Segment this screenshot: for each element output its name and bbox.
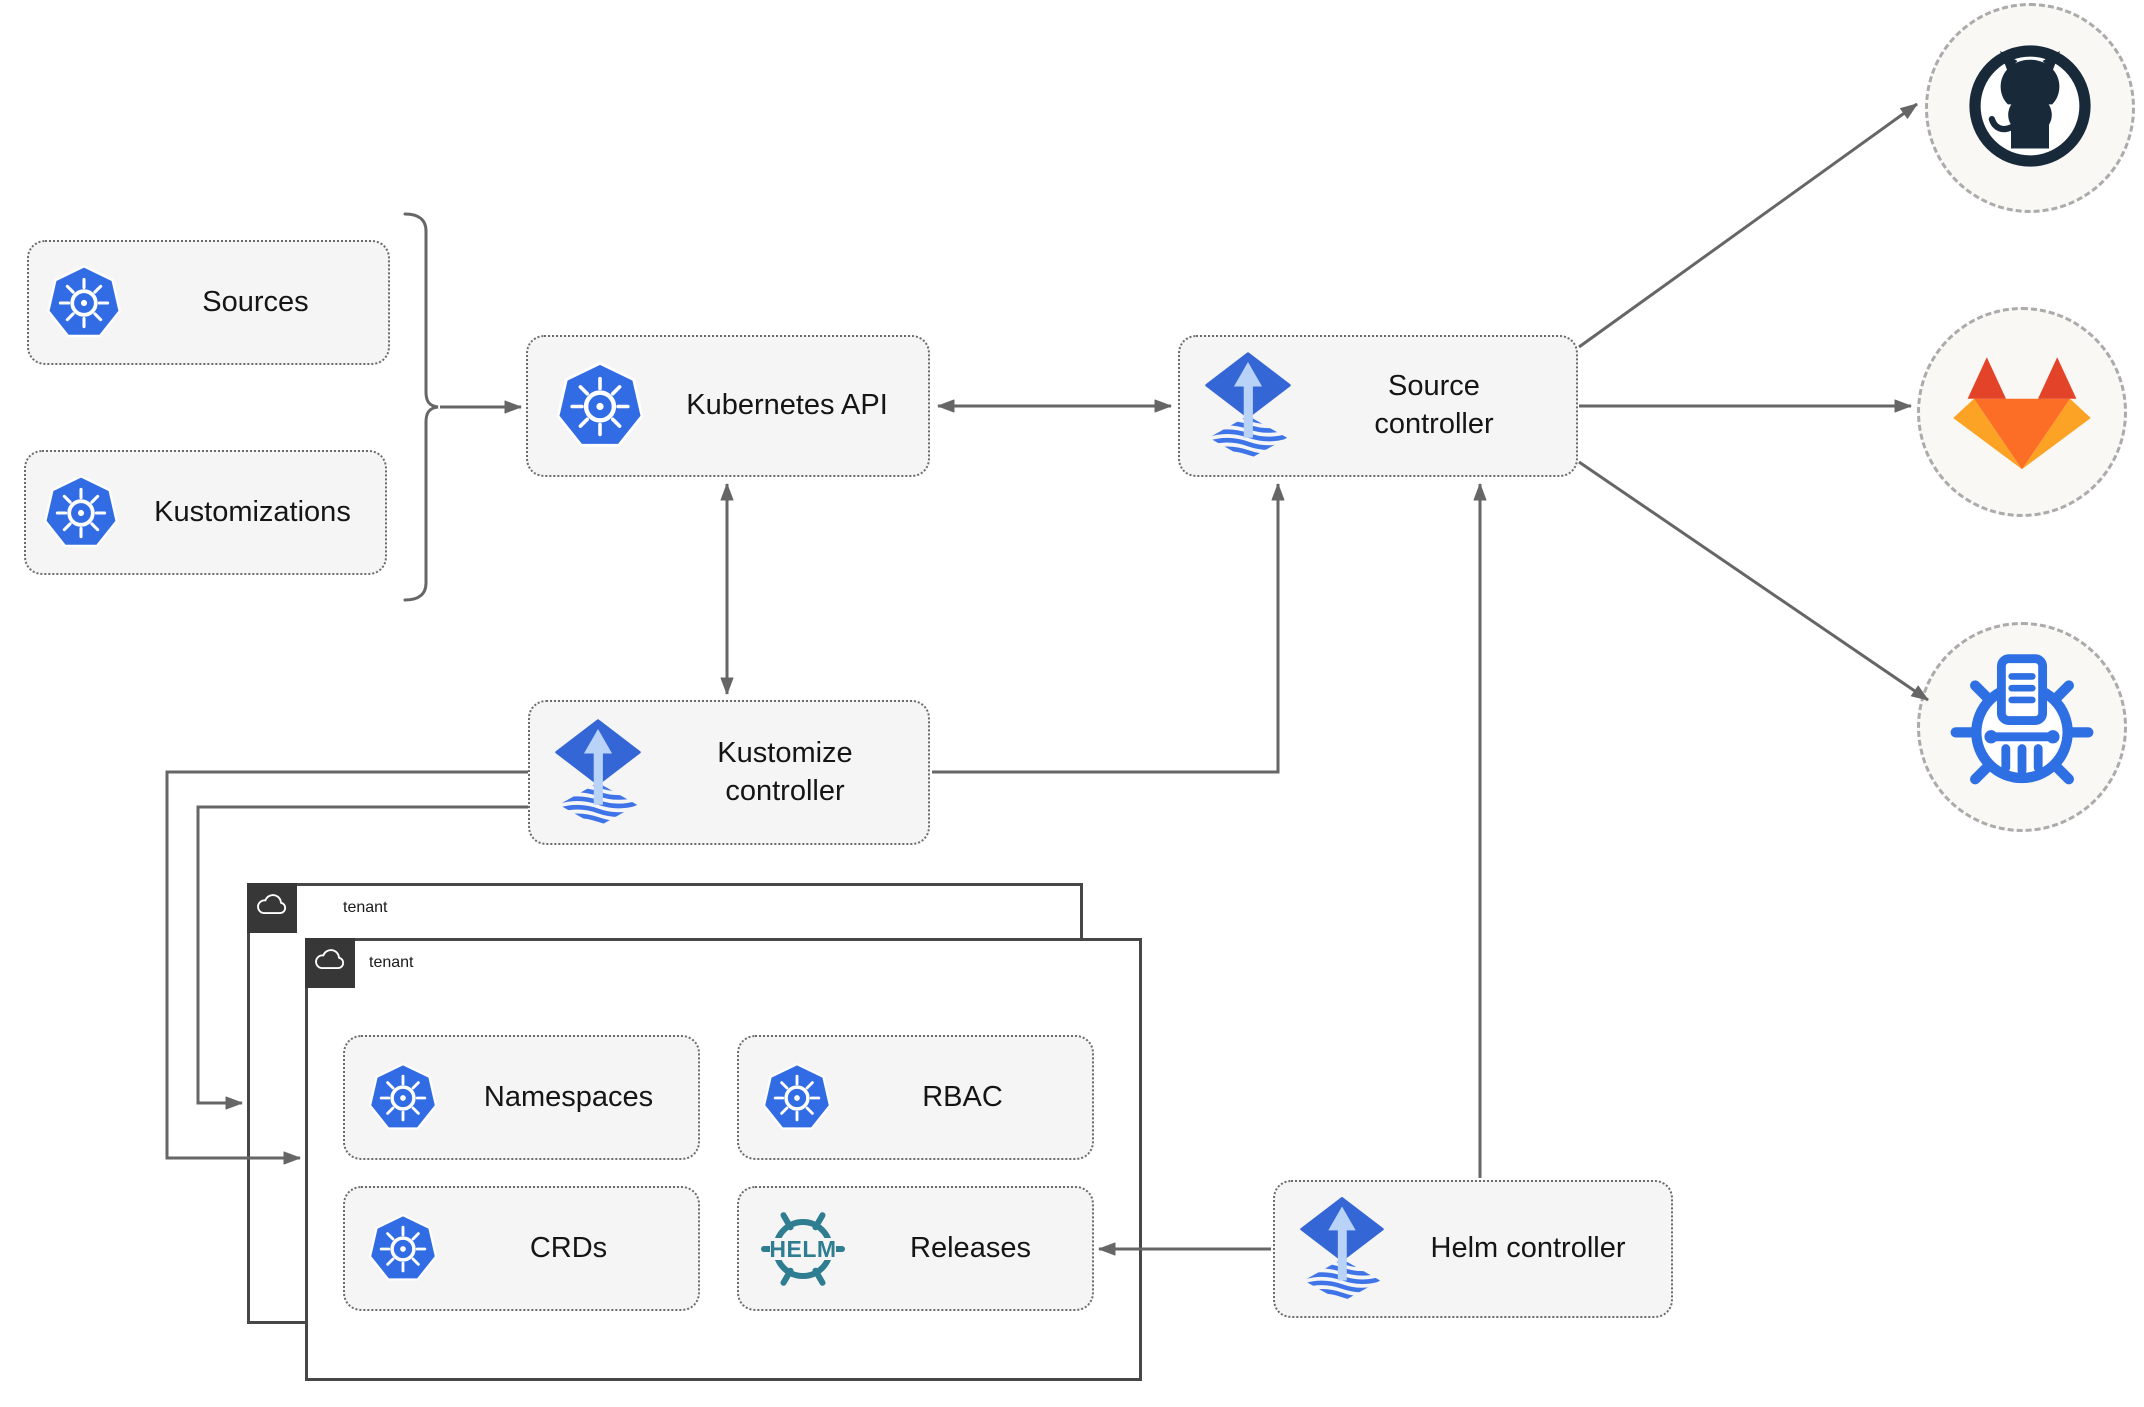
arrow-kustomize-to-source-controller [932,483,1285,774]
node-namespaces: Namespaces [343,1035,700,1160]
node-sources: Sources [27,240,390,365]
node-releases: HELM Releases [737,1186,1094,1311]
node-label: RBAC [922,1080,1003,1113]
helm-chart-repository-icon [1941,644,2103,811]
arrow-source-to-helm-repository [1578,460,1929,702]
node-label: Helm controller [1430,1232,1626,1265]
tenant-badge [305,938,355,988]
cloud-icon [313,948,347,978]
kubernetes-icon [554,362,646,451]
node-kustomizations: Kustomizations [24,450,387,575]
node-label: Kustomize controller [717,736,853,807]
node-label: Namespaces [483,1080,654,1113]
helm-wheel-icon: HELM [757,1203,849,1295]
flux-icon [1204,352,1292,460]
kubernetes-icon [367,1063,439,1133]
kubernetes-icon [45,265,123,341]
arrow-source-to-github [1578,102,1918,349]
node-label: Source controller [1374,370,1494,440]
brace-sources-group [403,212,439,602]
node-label: Sources [202,285,309,318]
node-kubernetes-api: Kubernetes API [526,335,930,477]
node-label: CRDs [529,1231,608,1264]
kubernetes-icon [42,475,120,551]
node-rbac: RBAC [737,1035,1094,1160]
tenant-header: tenant [305,938,413,988]
tenant-header: tenant [247,883,387,933]
helm-wordmark: HELM [769,1236,836,1262]
node-crds: CRDs [343,1186,700,1311]
node-kustomize-controller: Kustomize controller [528,700,930,845]
node-label: Releases [910,1231,1031,1264]
tenant-label: tenant [343,899,388,916]
node-source-controller: Source controller [1178,335,1578,477]
gitlab-icon [1942,338,2102,487]
flux-icon [1299,1197,1385,1302]
github-icon [1955,31,2105,186]
node-label: Kustomizations [154,495,351,528]
node-helm-controller: Helm controller [1273,1180,1673,1318]
external-gitlab [1917,307,2127,517]
external-helm-repository [1917,622,2127,832]
kubernetes-icon [367,1214,439,1284]
tenant-badge [247,883,297,933]
flux-icon [554,719,642,827]
cloud-icon [255,893,289,923]
external-github [1925,3,2135,213]
kubernetes-icon [761,1063,833,1133]
tenant-label: tenant [369,954,414,971]
node-label: Kubernetes API [686,389,888,422]
